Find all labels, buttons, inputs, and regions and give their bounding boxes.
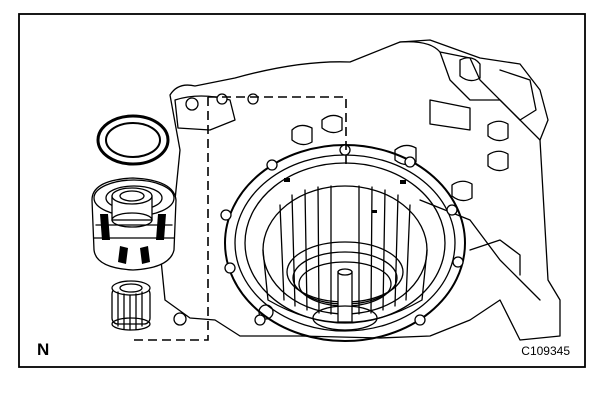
clutch-drum-assembly-icon xyxy=(91,177,177,271)
case-bolt-holes xyxy=(220,144,464,326)
view-direction-label: N xyxy=(37,340,50,359)
figure-border xyxy=(18,13,586,368)
figure-code-label: C109345 xyxy=(521,344,570,358)
dashed-guide-box xyxy=(132,96,347,341)
transmission-case-icon xyxy=(159,39,561,342)
o-ring-icon xyxy=(96,114,170,166)
needle-bearing-icon xyxy=(111,280,151,331)
